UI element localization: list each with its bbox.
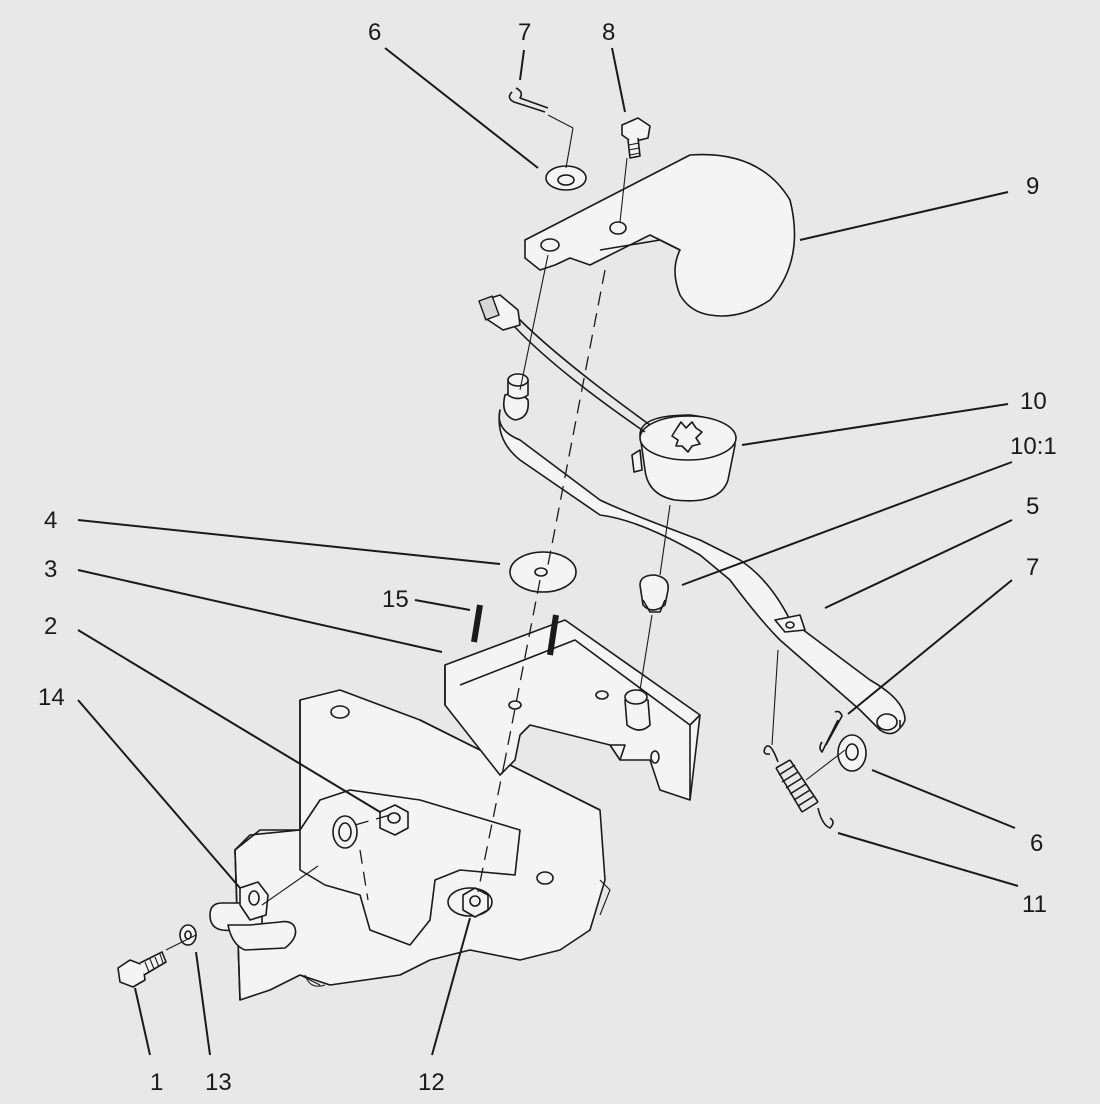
washer-item-6-lower [837,734,867,772]
callout-8: 8 [602,19,615,46]
callout-3: 3 [44,556,57,583]
callout-7-lower: 7 [1026,554,1039,581]
callout-5: 5 [1026,493,1039,520]
callout-15: 15 [382,586,409,613]
callout-leaders [77,47,1019,1056]
plate-item-9 [524,153,796,317]
washer-item-4 [509,551,577,593]
sensor-item-10 [478,294,737,502]
callout-4: 4 [44,507,57,534]
callout-9: 9 [1026,173,1039,200]
bolt-item-1 [117,951,167,988]
assembly-center-lines [165,114,846,951]
callout-6-lower: 6 [1030,830,1043,857]
clamp-item-14 [209,881,297,951]
nut-item-2 [379,804,409,836]
callout-14: 14 [38,684,65,711]
callout-7-upper: 7 [518,19,531,46]
bolt-item-8 [621,117,651,159]
callout-10: 10 [1020,388,1047,415]
cotter-pin-lower [819,710,843,753]
cotter-pin-upper [508,87,549,113]
spring-item-11 [763,745,834,829]
plug-item-10-1 [624,574,670,731]
callout-13: 13 [205,1069,232,1096]
callout-11: 11 [1022,891,1047,918]
callout-10-1: 10:1 [1010,433,1057,460]
pivot-arm-item-5 [498,373,906,735]
callout-12: 12 [418,1069,445,1096]
callout-6-upper: 6 [368,19,381,46]
washer-item-6-upper [545,165,587,191]
callout-numbers: 6 7 8 9 10 10:1 5 7 6 11 4 3 15 2 14 1 1… [38,19,1057,1096]
roll-pins-item-15 [471,604,559,656]
nut-item-12 [462,887,489,918]
callout-1: 1 [150,1069,163,1096]
callout-2: 2 [44,613,57,640]
